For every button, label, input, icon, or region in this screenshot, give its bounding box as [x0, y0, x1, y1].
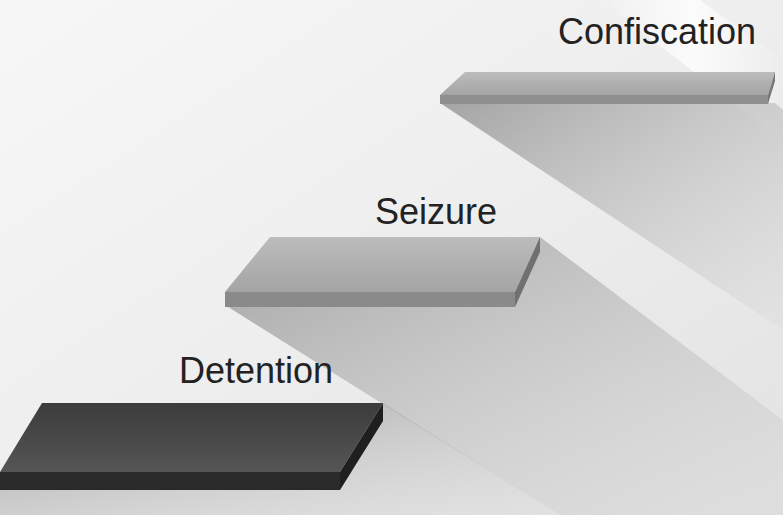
- step-label: Detention: [175, 347, 338, 395]
- step-top: [225, 237, 540, 292]
- step-name: Confiscation: [558, 12, 757, 52]
- step-name: Detention: [179, 351, 334, 391]
- step-label: Seizure: [371, 188, 502, 236]
- step-front: [440, 95, 768, 104]
- step-label: Confiscation: [554, 8, 761, 56]
- step-side: [340, 403, 383, 490]
- step-name: Seizure: [375, 192, 498, 232]
- step-front: [0, 472, 340, 490]
- step-shadow: [0, 403, 560, 515]
- step-side: [515, 237, 540, 307]
- step-front: [225, 292, 515, 307]
- step-side: [768, 72, 775, 104]
- step-top: [0, 403, 383, 472]
- step-top: [440, 72, 775, 95]
